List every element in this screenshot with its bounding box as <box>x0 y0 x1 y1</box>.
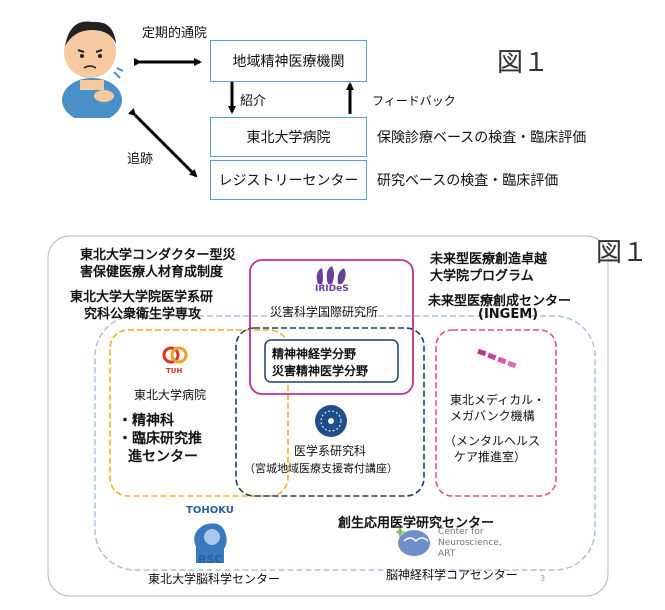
referral-label: 紹介 <box>240 94 267 109</box>
public-health-l2: 究科公衆衛生学専攻 <box>84 307 202 322</box>
tmm-emblem-icon <box>477 348 517 369</box>
tohoku-hospital-box: 東北大学病院 <box>210 117 367 157</box>
tmm-l4: ケア推進室） <box>454 450 527 464</box>
registry-center-box: レジストリーセンター <box>210 160 367 200</box>
tmm-logo <box>476 346 522 374</box>
ingem-l1: 未来型医療創成センター <box>428 294 572 309</box>
figure-label-bottom: 図１ <box>596 238 649 268</box>
feedback-label: フィードバック <box>372 94 456 108</box>
regular-visit-label: 定期的通院 <box>142 26 208 41</box>
bsc-label: 東北大学脳科学センター <box>148 572 281 586</box>
med-school-label: 医学系研究科 <box>294 444 367 458</box>
brain-head-icon <box>194 523 227 563</box>
irides-logo: IRIDeS <box>312 264 352 296</box>
hospital-item-research-1: ・臨床研究推 <box>118 431 202 447</box>
hospital-item-psychiatry: ・精神科 <box>118 413 174 429</box>
sosei-center-label: 創生応用医学研究センター <box>338 516 495 531</box>
conductor-program-l2: 害保健医療人材育成制度 <box>80 265 224 280</box>
psych-dept-l1: 精神神経学分野 <box>272 347 357 361</box>
registry-desc: 研究ベースの検査・臨床評価 <box>377 173 559 189</box>
tmm-l1: 東北メディカル・ <box>450 393 546 407</box>
psych-dept-l2: 災害精神医学分野 <box>272 364 369 378</box>
med-school-logo <box>313 403 349 439</box>
brain-icon <box>396 527 430 556</box>
regional-psych-institution-box: 地域精神医療機関 <box>210 40 367 82</box>
future-program-l2: 大学院プログラム <box>430 269 534 284</box>
irides-label: 災害科学国際研究所 <box>270 305 379 319</box>
page-number: 3 <box>540 574 546 583</box>
tohoku-hospital-desc: 保険診療ベースの検査・臨床評価 <box>377 130 587 146</box>
tuh-logo: TUH <box>160 343 190 377</box>
hospital-label: 東北大学病院 <box>134 388 207 402</box>
med-school-emblem-icon <box>315 405 347 437</box>
person-icon <box>62 21 124 118</box>
tmm-l2: メガバンク機構 <box>450 409 535 423</box>
patient-illustration <box>52 8 132 118</box>
tuh-emblem-icon <box>162 346 188 364</box>
hospital-item-research-2: 進センター <box>128 449 198 465</box>
cn-logo: Center for Neuroscience, ART <box>396 525 506 565</box>
ingem-l2: (INGEM) <box>478 307 539 322</box>
figure-label-top: 図１ <box>497 48 550 78</box>
tracking-label: 追跡 <box>127 152 154 167</box>
bsc-logo: TOHOKU BSC <box>182 505 238 567</box>
conductor-program-l1: 東北大学コンダクター型災 <box>80 248 236 263</box>
cn-label: 脳神経科学コアセンター <box>386 568 518 582</box>
public-health-l1: 東北大学大学院医学系研 <box>70 290 214 305</box>
tmm-l3: （メンタルヘルス <box>444 434 541 448</box>
irides-emblem-icon <box>316 266 346 284</box>
med-school-sub: （宮城地域医療支援寄付講座） <box>244 462 398 475</box>
future-program-l1: 未来型医療創造卓越 <box>430 252 548 267</box>
